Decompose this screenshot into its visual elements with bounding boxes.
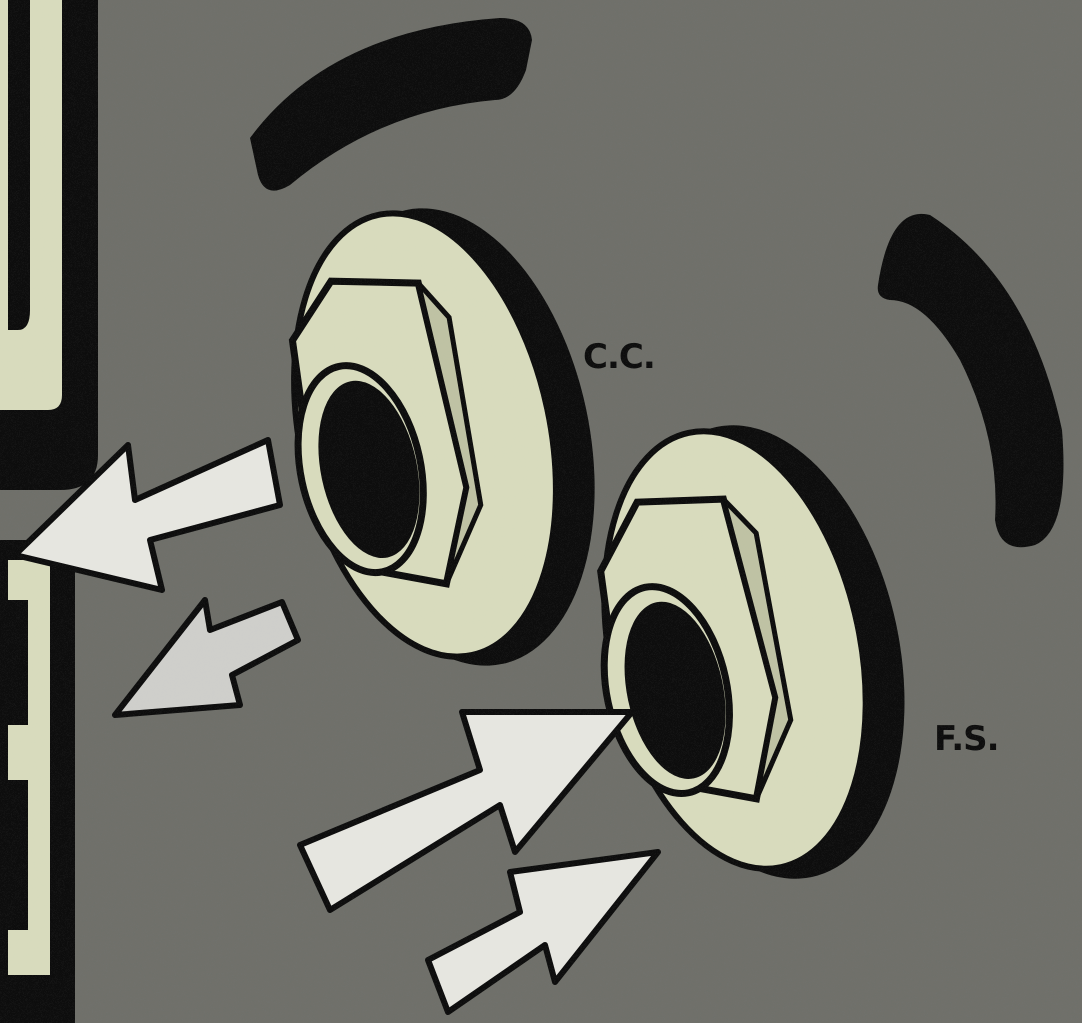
left-upper-bracket bbox=[0, 0, 98, 490]
fs-label: F.S. bbox=[934, 719, 999, 759]
cc-label: C.C. bbox=[583, 337, 655, 377]
left-lower-bracket bbox=[0, 540, 75, 1023]
